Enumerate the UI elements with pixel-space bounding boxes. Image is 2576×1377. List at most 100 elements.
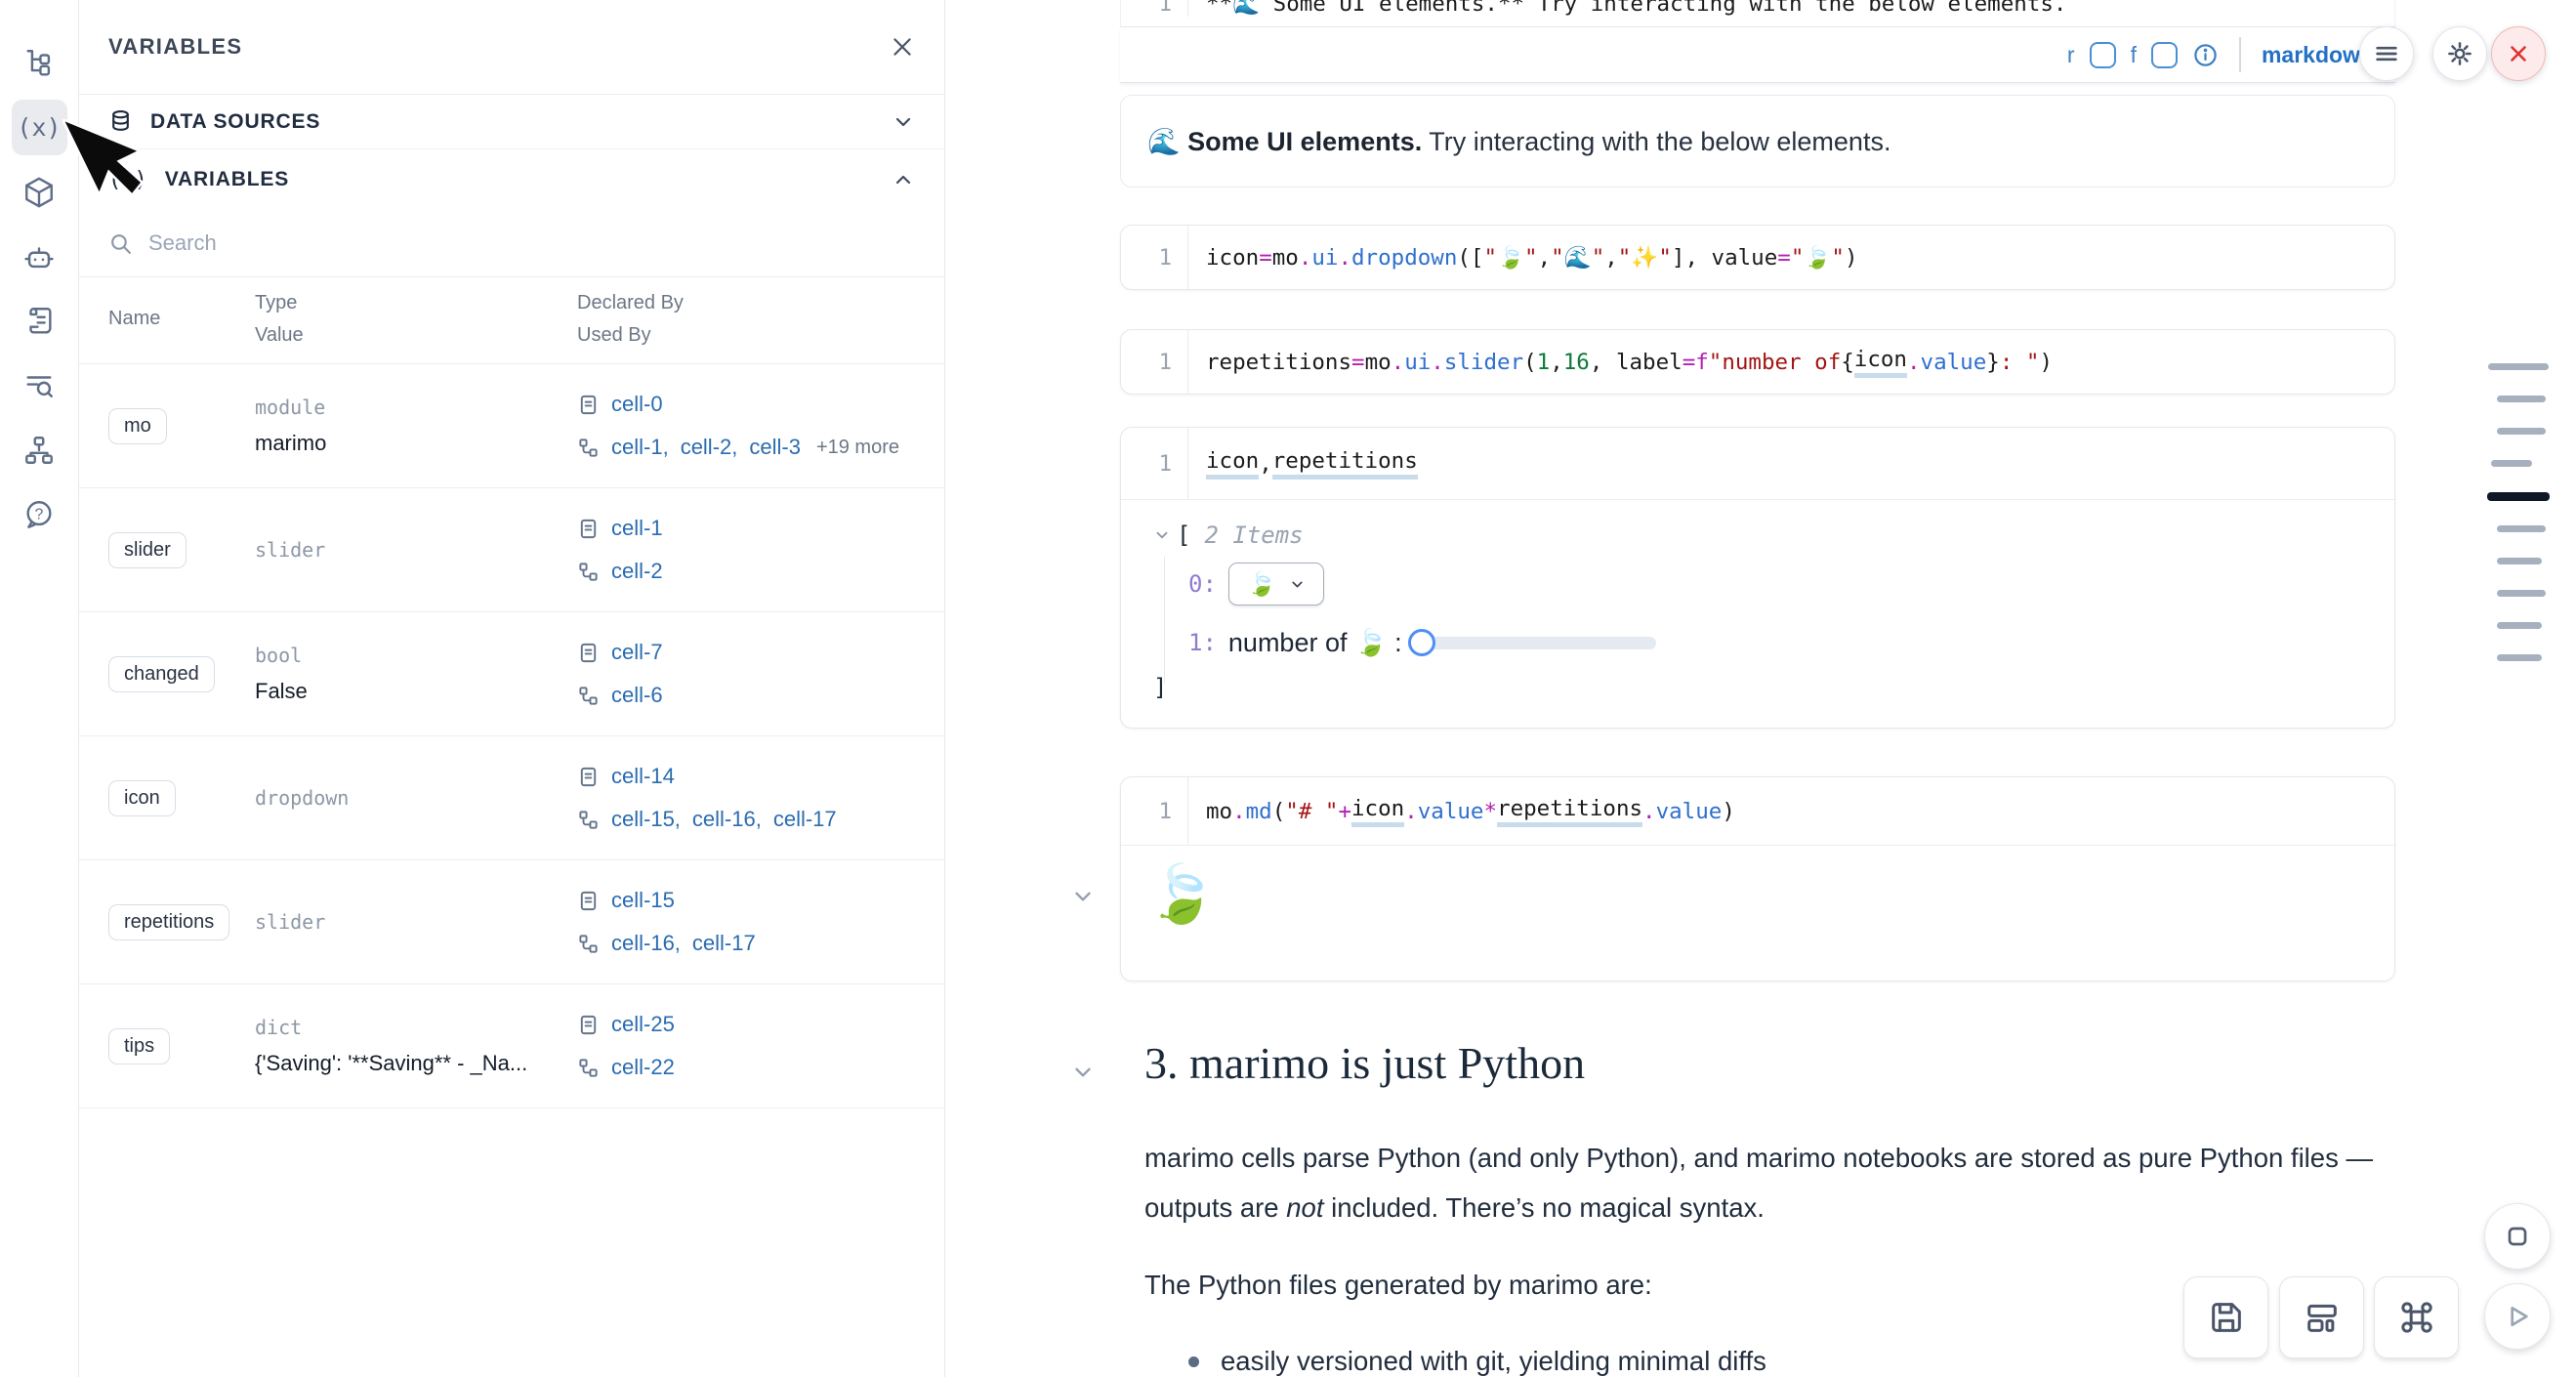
help-icon: ? [22,498,56,531]
cell-link-icon [579,1058,598,1077]
variable-value: {'Saving': '**Saving** - _Na... [255,1051,528,1075]
notebook-menu-button[interactable] [2359,26,2414,81]
dependency-graph-icon [22,434,56,467]
section-data-sources[interactable]: DATA SOURCES [79,95,944,149]
slider-thumb[interactable] [1407,629,1435,656]
sidebar-item-help[interactable]: ? [12,486,67,542]
cell-link[interactable]: cell-25 [611,1012,675,1036]
settings-button[interactable] [2432,26,2487,81]
cell-expand-chevron[interactable] [1070,884,1096,909]
cell-link[interactable]: cell-16, [691,807,762,831]
dropdown-widget[interactable]: 🍃 [1227,563,1324,605]
minimap-mark[interactable] [2497,590,2546,597]
variables-search-input[interactable] [148,230,915,256]
cell-link[interactable]: cell-1 [611,516,663,540]
minimap-mark-active[interactable] [2487,492,2550,501]
cell-link[interactable]: cell-2, [680,435,738,459]
variable-type: module [255,396,326,419]
minimap-mark[interactable] [2497,622,2542,629]
declared-by-line: cell-25 [577,1004,915,1045]
variable-name-badge[interactable]: repetitions [108,903,230,940]
stop-button[interactable] [2484,1203,2551,1270]
cell-link[interactable]: cell-15 [611,888,675,912]
column-header-type: Type [255,292,298,313]
paragraph: marimo cells parse Python (and only Pyth… [1144,1143,2373,1223]
variable-row: icon dropdown cell-14 cell-15, cell-16, … [79,735,944,859]
layout-button[interactable] [2279,1276,2364,1358]
variable-name-badge[interactable]: tips [108,1027,171,1064]
sidebar-item-file-tree[interactable] [12,35,67,91]
minimap-mark[interactable] [2497,525,2546,532]
cell-link[interactable]: cell-1, [611,435,669,459]
minimap-mark[interactable] [2497,654,2542,661]
cell-link[interactable]: cell-3 [749,435,801,459]
variable-row: slider slider cell-1 cell-2 [79,487,944,611]
shutdown-button[interactable] [2491,26,2546,81]
sidebar-item-logs[interactable] [12,357,67,413]
format-checkbox[interactable] [2150,41,2178,68]
heading-emoji-output: 🍃 [1146,862,1218,926]
keyboard-shortcuts-button[interactable] [2374,1276,2459,1358]
minimap-mark[interactable] [2497,428,2546,435]
variable-type: bool [255,644,303,667]
cell-language-button[interactable]: markdown [2261,41,2374,67]
cell-link[interactable]: cell-22 [611,1055,675,1079]
output-text: Try interacting with the below elements. [1422,126,1891,156]
sidebar-item-snippets[interactable] [12,293,67,349]
sidebar-item-ai[interactable] [12,229,67,284]
cell-link[interactable]: cell-17 [691,931,756,955]
cell-expand-chevron[interactable] [1070,1060,1096,1085]
cell-file-icon [580,1015,597,1034]
minimap-mark[interactable] [2497,396,2546,402]
markdown-cell-editor-clipped[interactable]: 1**🌊 Some UI elements.** Try interacting… [1120,0,2395,27]
declared-by-line: cell-7 [577,632,915,673]
minimap-mark[interactable] [2491,460,2532,467]
cell-link[interactable]: cell-16, [611,931,681,955]
declared-by-line: cell-0 [577,384,915,425]
cell-link[interactable]: cell-14 [611,764,675,788]
collapse-chevron-icon[interactable] [1153,526,1171,544]
sidebar-item-dependencies[interactable] [12,422,67,478]
section-label: VARIABLES [164,168,290,190]
slider-widget[interactable] [1407,629,1656,656]
used-by-line: cell-16, cell-17 [577,923,915,964]
cell-link[interactable]: cell-17 [772,807,837,831]
minimap-mark[interactable] [2497,558,2542,564]
tuple-output-tree: [ 2 Items 0: 🍃 1: number of 🍃 : ] [1121,500,2394,701]
variable-value: False [255,679,308,703]
close-panel-button[interactable] [890,34,915,60]
emphasis-text: not [1286,1192,1324,1223]
run-button[interactable] [2484,1283,2551,1350]
variable-name-badge[interactable]: slider [108,531,187,568]
cell-link-icon [579,562,598,581]
scroll-icon [22,305,56,338]
cell-link[interactable]: cell-7 [611,640,663,664]
section-heading: 3. marimo is just Python [1144,1038,1586,1088]
variables-panel: VARIABLES DATA SOURCES (x) VARIABLES Nam… [79,0,945,1377]
used-by-more[interactable]: +19 more [815,437,900,458]
slider-track[interactable] [1409,637,1656,649]
panel-title: VARIABLES [108,34,243,59]
sidebar-item-packages[interactable] [12,164,67,220]
activity-bar: (x) ? [0,0,79,1377]
cell-link[interactable]: cell-0 [611,392,663,416]
reactive-checkbox[interactable] [2089,41,2116,68]
variable-name-badge[interactable]: changed [108,655,215,692]
save-button[interactable] [2183,1276,2268,1358]
minimap-mark[interactable] [2488,363,2549,370]
chevron-up-icon [892,168,915,191]
sidebar-item-variables[interactable]: (x) [11,100,67,155]
variable-type: dict [255,1016,303,1039]
info-icon[interactable] [2192,42,2219,68]
cell-link[interactable]: cell-2 [611,559,663,583]
cell-link[interactable]: cell-15, [611,807,681,831]
section-variables[interactable]: (x) VARIABLES [79,149,944,210]
cell-link[interactable]: cell-6 [611,683,663,707]
variable-name-badge[interactable]: icon [108,779,176,816]
variable-name-badge[interactable]: mo [108,407,167,444]
